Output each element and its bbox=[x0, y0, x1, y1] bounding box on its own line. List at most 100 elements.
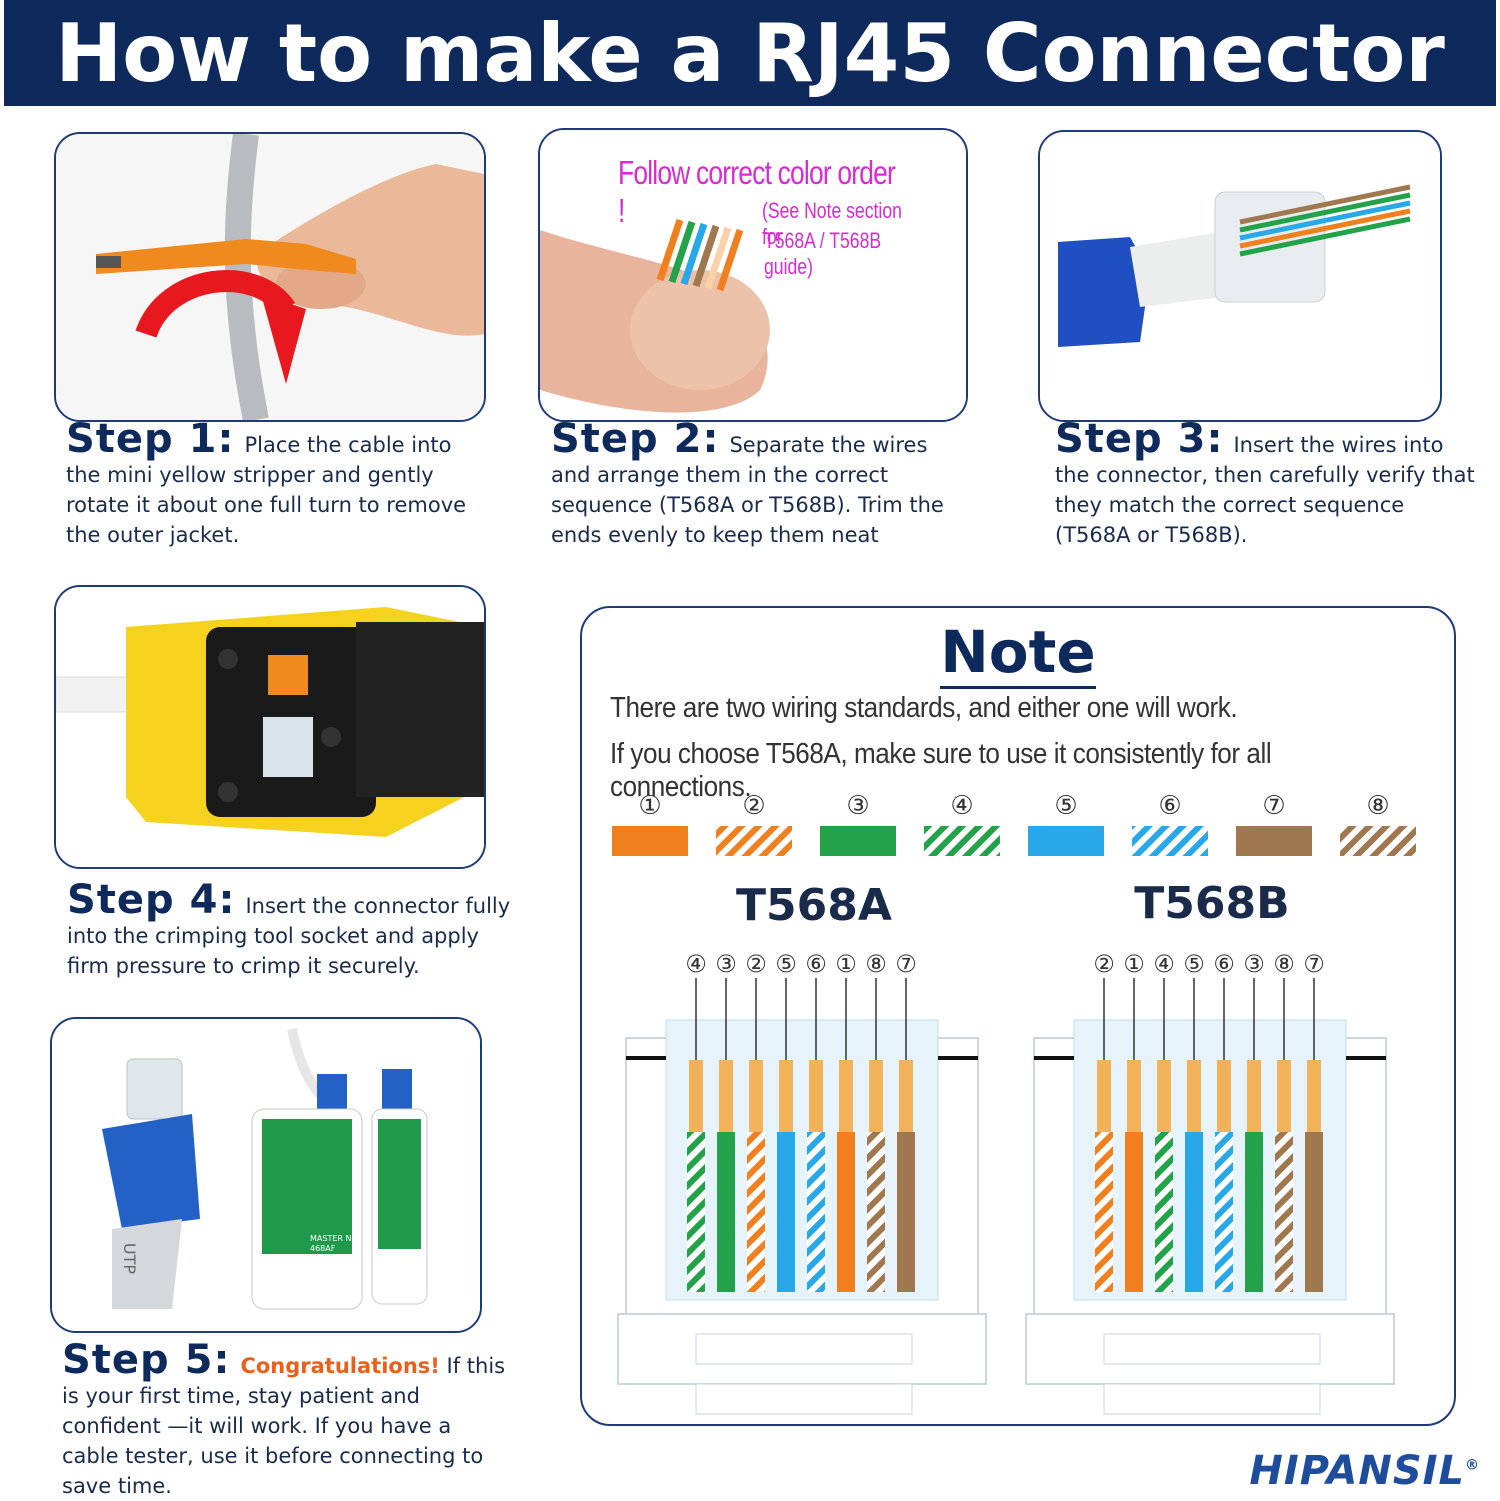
t568b-contact bbox=[1217, 1060, 1231, 1132]
step1-photo bbox=[54, 132, 486, 422]
t568a-contact bbox=[779, 1060, 793, 1132]
t568a-pin-label: ① bbox=[835, 950, 857, 978]
t568b-pin-label: ④ bbox=[1153, 950, 1175, 978]
t568b-wire bbox=[1275, 1132, 1293, 1292]
t568b-wire bbox=[1125, 1132, 1143, 1292]
step5-highlight: Congratulations! bbox=[240, 1354, 440, 1378]
t568b-wire bbox=[1095, 1132, 1113, 1292]
step5-label: Step 5: bbox=[62, 1337, 231, 1383]
t568b-pin-label: ② bbox=[1093, 950, 1115, 978]
legend-number: ⑥ bbox=[1158, 791, 1181, 821]
crimping-tool-illustration bbox=[56, 587, 484, 867]
step5-text: Step 5: Congratulations! If this is your … bbox=[62, 1340, 512, 1501]
t568a-wire bbox=[747, 1132, 765, 1292]
step2-text: Step 2:Separate the wires and arrange th… bbox=[551, 419, 971, 550]
t568b-wire bbox=[1155, 1132, 1173, 1292]
page-title: How to make a RJ45 Connector bbox=[55, 6, 1445, 100]
step1-label: Step 1: bbox=[66, 416, 235, 462]
t568a-wire bbox=[837, 1132, 855, 1292]
brand-name: HIPANSIL bbox=[1249, 1448, 1465, 1494]
note-line-2: If you choose T568A, make sure to use it… bbox=[610, 738, 1272, 803]
t568a-wire bbox=[867, 1132, 885, 1292]
t568b-pin-label: ⑧ bbox=[1273, 950, 1295, 978]
t568b-contact bbox=[1187, 1060, 1201, 1132]
legend-number: ⑧ bbox=[1366, 791, 1389, 821]
legend-number: ② bbox=[742, 791, 765, 821]
t568a-contact bbox=[869, 1060, 883, 1132]
legend-swatch bbox=[1132, 826, 1208, 856]
legend-swatch bbox=[612, 826, 688, 856]
note-line-1: There are two wiring standards, and eith… bbox=[610, 692, 1238, 724]
t568a-wire bbox=[897, 1132, 915, 1292]
t568a-contact bbox=[899, 1060, 913, 1132]
t568a-contact bbox=[689, 1060, 703, 1132]
step1-text: Step 1:Place the cable into the mini yel… bbox=[66, 419, 486, 550]
step4-label: Step 4: bbox=[67, 877, 236, 923]
t568b-contact bbox=[1157, 1060, 1171, 1132]
t568b-contact bbox=[1277, 1060, 1291, 1132]
tester-master-label: MASTER NSB-468AF bbox=[310, 1234, 365, 1253]
step3-label: Step 3: bbox=[1055, 416, 1224, 462]
step2-caption-title: Follow correct color order ! bbox=[618, 154, 896, 229]
legend-swatch bbox=[1028, 826, 1104, 856]
t568b-pin-label: ⑥ bbox=[1213, 950, 1235, 978]
step5-description: If this is your first time, stay patient… bbox=[62, 1354, 506, 1498]
t568a-contact bbox=[809, 1060, 823, 1132]
step2-photo: Follow correct color order ! (See Note s… bbox=[538, 128, 968, 422]
legend-number: ① bbox=[638, 791, 661, 821]
step2-caption-line2: T568A / T568B guide) bbox=[764, 228, 882, 279]
step1-description: Place the cable into the mini yellow str… bbox=[66, 433, 467, 547]
legend-swatch bbox=[1236, 826, 1312, 856]
note-title-wrap: Note bbox=[582, 618, 1454, 689]
t568a-contact bbox=[839, 1060, 853, 1132]
note-panel: Note There are two wiring standards, and… bbox=[580, 606, 1456, 1426]
step2-description: Separate the wires and arrange them in t… bbox=[551, 433, 944, 547]
cable-tester-illustration bbox=[52, 1019, 480, 1331]
step2-label: Step 2: bbox=[551, 416, 720, 462]
step3-text: Step 3:Insert the wires into the connect… bbox=[1055, 419, 1475, 550]
t568b-wire bbox=[1215, 1132, 1233, 1292]
step5-photo: MASTER NSB-468AF REMOTE 468AF UTP bbox=[50, 1017, 482, 1333]
legend-swatch bbox=[924, 826, 1000, 856]
legend-number: ③ bbox=[846, 791, 869, 821]
t568a-housing bbox=[665, 1019, 939, 1301]
t568a-pin-label: ⑧ bbox=[865, 950, 887, 978]
legend-number: ④ bbox=[950, 791, 973, 821]
t568b-pin-label: ⑤ bbox=[1183, 950, 1205, 978]
legend-number: ⑦ bbox=[1262, 791, 1285, 821]
t568a-wire bbox=[807, 1132, 825, 1292]
t568a-contact bbox=[719, 1060, 733, 1132]
t568a-pin-label: ⑥ bbox=[805, 950, 827, 978]
t568a-title: T568A bbox=[736, 880, 892, 931]
step3-photo bbox=[1038, 130, 1442, 422]
t568b-pin-label: ① bbox=[1123, 950, 1145, 978]
t568a-pin-label: ⑤ bbox=[775, 950, 797, 978]
t568a-wire bbox=[687, 1132, 705, 1292]
stripper-illustration bbox=[56, 134, 484, 420]
t568b-wire bbox=[1305, 1132, 1323, 1292]
step4-text: Step 4:Insert the connector fully into t… bbox=[67, 880, 517, 981]
title-banner: How to make a RJ45 Connector bbox=[4, 0, 1496, 106]
connector-illustration bbox=[1040, 132, 1440, 420]
t568a-wire bbox=[777, 1132, 795, 1292]
note-title: Note bbox=[940, 618, 1096, 689]
t568b-housing bbox=[1073, 1019, 1347, 1301]
t568a-pin-label: ② bbox=[745, 950, 767, 978]
brand-mark: ® bbox=[1465, 1457, 1480, 1474]
legend-swatch bbox=[716, 826, 792, 856]
legend-swatch bbox=[1340, 826, 1416, 856]
brand-logo: HIPANSIL® bbox=[1249, 1448, 1480, 1494]
t568a-pin-label: ⑦ bbox=[895, 950, 917, 978]
t568b-title: T568B bbox=[1134, 878, 1289, 929]
step4-photo bbox=[54, 585, 486, 869]
t568b-contact bbox=[1097, 1060, 1111, 1132]
cable-print: UTP bbox=[120, 1242, 140, 1275]
legend-number: ⑤ bbox=[1054, 791, 1077, 821]
t568b-pin-label: ③ bbox=[1243, 950, 1265, 978]
legend-swatch bbox=[820, 826, 896, 856]
step4-description: Insert the connector fully into the crim… bbox=[67, 894, 511, 978]
t568b-contact bbox=[1127, 1060, 1141, 1132]
t568a-pin-label: ③ bbox=[715, 950, 737, 978]
t568b-contact bbox=[1247, 1060, 1261, 1132]
